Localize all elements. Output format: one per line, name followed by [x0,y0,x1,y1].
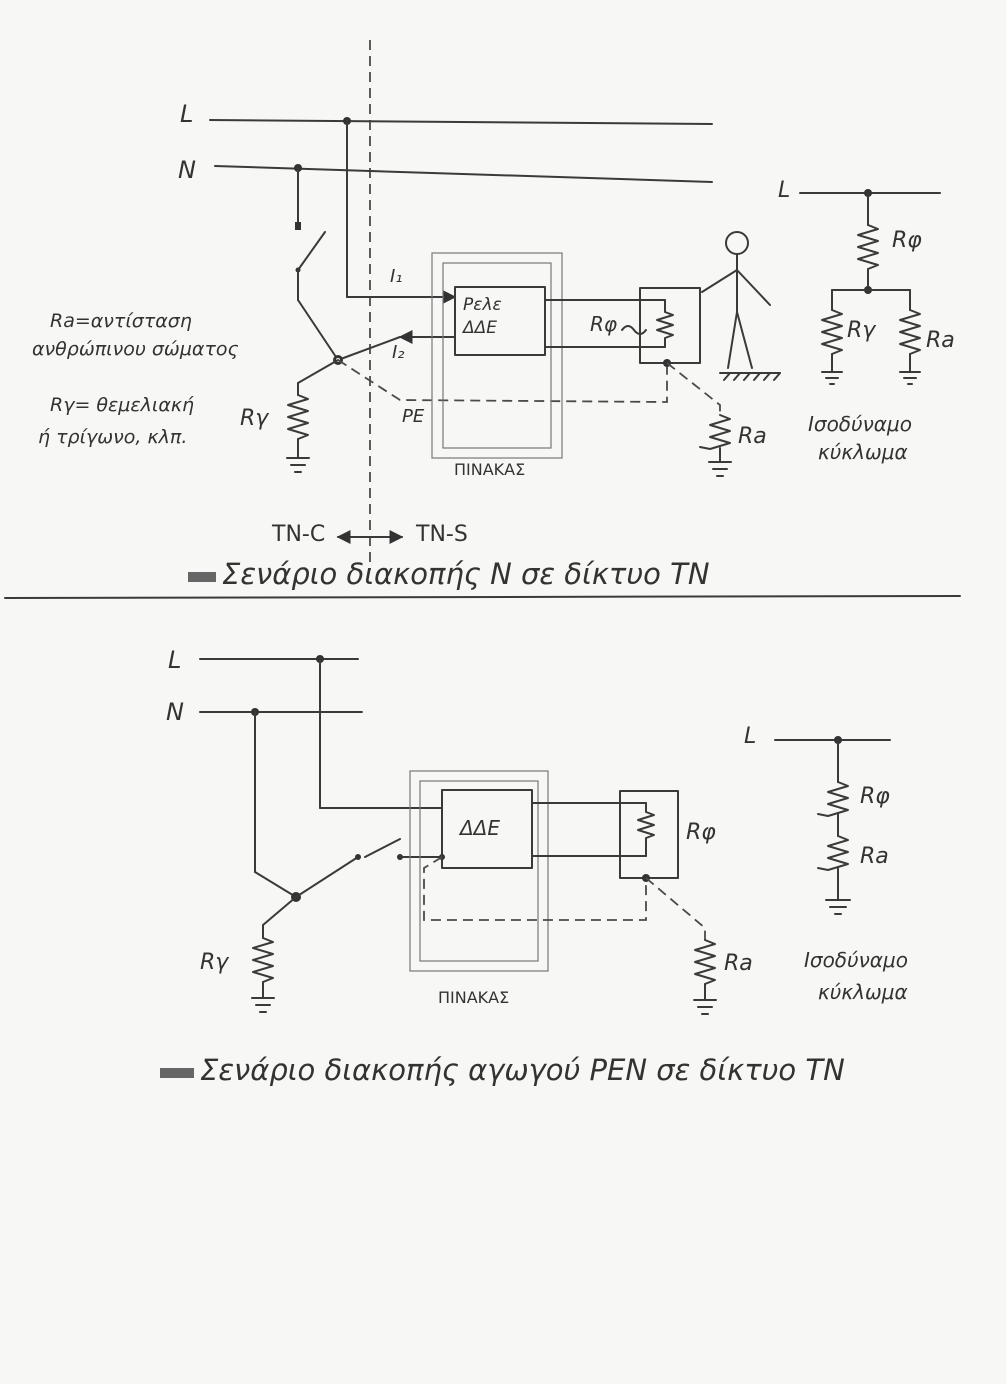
top-eq-caption-2: κύκλωμα [818,440,908,464]
top-relay-box [454,286,546,356]
bottom-circuit [199,655,891,1015]
bottom-eq-label-rphi: Rφ [860,784,890,809]
top-panel-inner [442,262,552,449]
bottom-eq-label-ra: Ra [860,844,889,869]
note-ra-line-1: Ra=αντίσταση [50,310,192,332]
bottom-caption-bullet [160,1068,194,1078]
note-rg-line-1: Rγ= θεμελιακή [50,394,195,416]
top-label-pe: PE [402,406,425,427]
top-n-switch [297,231,326,271]
bottom-label-l: L [168,646,182,674]
top-eq-label-rg: Rγ [847,318,876,343]
bottom-eq-caption-1: Ισοδύναμο [804,948,908,972]
bottom-label-rg: Rγ [200,950,229,975]
top-panel-outer [431,252,563,459]
bottom-caption: Σενάριο διακοπής αγωγού PEN σε δίκτυο TN [200,1053,845,1087]
note-rg-line-2: ή τρίγωνο, κλπ. [38,426,188,448]
top-circuit [209,40,941,570]
top-eq-caption-1: Ισοδύναμο [808,412,912,436]
bottom-panel-inner [419,780,539,962]
note-ra-line-2: ανθρώπινου σώματος [32,338,239,360]
top-label-n: N [178,156,196,184]
top-label-i1: I₁ [390,266,403,287]
top-eq-label-rphi: Rφ [892,228,922,253]
top-equivalent-circuit [799,189,941,385]
top-caption-bullet [188,572,216,582]
bottom-load-enclosure [619,790,679,879]
top-relay-label-2: ΔΔΕ [463,318,497,338]
person-figure [701,231,781,381]
top-n-line [214,165,713,183]
bottom-label-ra: Ra [724,951,753,976]
top-l-line [209,119,713,125]
top-label-i2: I₂ [392,342,405,363]
bottom-label-n: N [166,698,184,726]
top-eq-label-l: L [778,178,791,203]
label-tn-s: TN-S [416,522,468,547]
bottom-pe-conductor [423,856,647,921]
top-relay-label-1: Ρελε [463,295,502,315]
bottom-dde-box [441,789,533,869]
bottom-dde-label: ΔΔΕ [460,816,500,840]
top-rg-resistor [287,394,309,440]
bottom-ra-resistor [694,939,716,985]
top-panel-label: ΠΙΝΑΚΑΣ [454,460,526,479]
bottom-equivalent-circuit [774,736,891,915]
bottom-label-rphi: Rφ [686,820,716,845]
bottom-rphi-resistor [637,802,655,857]
label-tn-c: TN-C [272,522,326,547]
bottom-pen-switch [364,838,401,858]
section-divider [4,595,961,599]
top-label-rg: Rγ [240,406,269,431]
bottom-panel-outer [409,770,549,972]
bottom-panel-label: ΠΙΝΑΚΑΣ [438,988,510,1007]
bottom-eq-caption-2: κύκλωμα [818,980,908,1004]
bottom-rg-resistor [252,937,274,983]
top-ra-resistor [699,414,731,450]
top-label-ra: Ra [738,424,767,449]
top-label-l: L [180,100,194,128]
top-eq-label-ra: Ra [926,328,955,353]
top-pe-conductor [337,359,668,403]
top-rphi-resistor [656,299,674,348]
bottom-eq-label-l: L [744,724,757,749]
top-label-rphi: Rφ [590,312,618,336]
top-caption: Σενάριο διακοπής N σε δίκτυο TN [222,557,710,591]
